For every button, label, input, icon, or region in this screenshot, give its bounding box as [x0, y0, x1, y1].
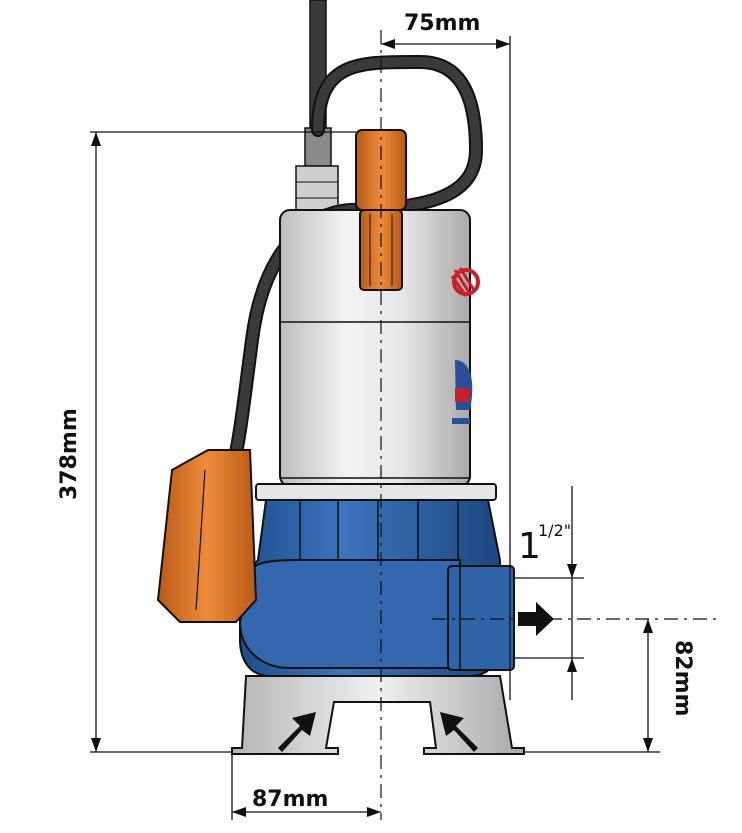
pump-body	[225, 0, 515, 677]
outlet-pipe	[447, 565, 515, 671]
handle	[355, 129, 407, 291]
brand-logo-icon	[450, 267, 480, 424]
base-ribs	[299, 500, 459, 560]
outlet-thread-fraction: 1/2"	[538, 521, 571, 540]
outlet-thread-label: 1 1/2"	[518, 521, 571, 567]
float-switch	[156, 449, 258, 623]
casing-flange	[255, 483, 497, 501]
inlet-arrow-right-icon	[440, 712, 478, 752]
outlet-arrow-icon	[518, 602, 554, 636]
centerlines	[380, 30, 720, 820]
outlet-thread-whole: 1	[518, 526, 541, 567]
dim-top-offset: 75mm	[404, 11, 480, 36]
dim-outlet-height: 82mm	[670, 640, 695, 716]
pump-stand	[231, 675, 525, 755]
inlet-arrow-left-icon	[278, 712, 316, 752]
dim-foot-offset: 87mm	[252, 787, 328, 812]
dim-total-height: 378mm	[57, 408, 82, 500]
volute	[238, 559, 461, 669]
dimension-arrowheads	[91, 39, 653, 817]
